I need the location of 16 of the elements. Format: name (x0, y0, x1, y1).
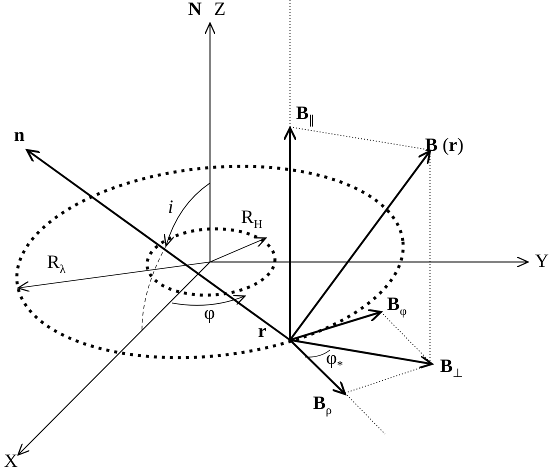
axis-label: Z (214, 0, 226, 19)
vector-label: n (14, 126, 25, 145)
axis-label: Y (535, 252, 549, 271)
angle-label: φ (204, 304, 215, 323)
vector-label: r (258, 322, 266, 341)
vector-label: B (r) (425, 136, 464, 155)
vector-label: B$_{⊥}$ (440, 357, 463, 379)
angle-label: i (168, 198, 174, 217)
radius-label: R$_{λ}$ (47, 253, 66, 275)
vector-label: B$_{φ}$ (387, 295, 407, 317)
axis-label: N (188, 0, 202, 19)
vector-label: B$_{∥}$ (296, 104, 315, 126)
axis-label: X (4, 452, 18, 471)
angle-label: φ$_{*}$ (326, 349, 343, 371)
vector-label: B$_{ρ}$ (313, 394, 332, 416)
radius-label: R$_{H}$ (241, 208, 262, 230)
